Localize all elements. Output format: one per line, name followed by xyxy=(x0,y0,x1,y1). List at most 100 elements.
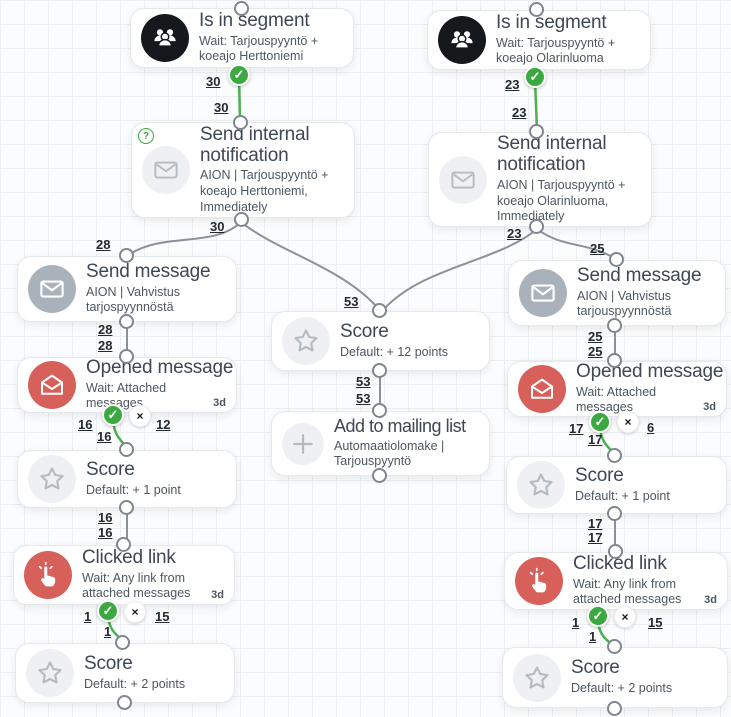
connector-port[interactable] xyxy=(607,353,622,368)
connector-port[interactable] xyxy=(529,2,544,17)
count-label[interactable]: 53 xyxy=(356,374,371,389)
envelope-open-icon xyxy=(28,361,76,409)
count-label[interactable]: 30 xyxy=(206,74,221,89)
count-label[interactable]: 23 xyxy=(507,226,522,241)
connector-port[interactable] xyxy=(607,701,622,716)
connector-port[interactable] xyxy=(233,115,248,130)
check-icon[interactable]: ✓ xyxy=(524,66,546,88)
connector-port[interactable] xyxy=(608,544,623,559)
connector-port[interactable] xyxy=(372,403,387,418)
count-label[interactable]: 1 xyxy=(84,609,92,624)
count-label[interactable]: 17 xyxy=(569,421,584,436)
node-score[interactable]: Score Default: + 1 point xyxy=(506,456,727,514)
check-icon[interactable]: ✓ xyxy=(102,404,124,426)
connector-port[interactable] xyxy=(529,219,544,234)
count-label[interactable]: 30 xyxy=(214,100,229,115)
connector-port[interactable] xyxy=(119,314,134,329)
count-label[interactable]: 23 xyxy=(505,77,520,92)
connector-port[interactable] xyxy=(119,248,134,263)
connector-port[interactable] xyxy=(372,363,387,378)
node-title: Is in segment xyxy=(199,9,310,31)
node-subtitle: Default: + 1 point xyxy=(86,482,181,497)
connector-port[interactable] xyxy=(372,468,387,483)
help-icon[interactable]: ? xyxy=(138,128,154,144)
count-label[interactable]: 12 xyxy=(156,417,171,432)
node-clicked-link[interactable]: Clicked link Wait: Any link from attache… xyxy=(504,552,728,610)
check-icon[interactable]: ✓ xyxy=(587,605,609,627)
count-label[interactable]: 25 xyxy=(588,344,603,359)
count-label[interactable]: 25 xyxy=(590,241,605,256)
connector-port[interactable] xyxy=(116,537,131,552)
connector-port[interactable] xyxy=(119,500,134,515)
connector-port[interactable] xyxy=(117,695,132,710)
count-label[interactable]: 53 xyxy=(344,294,359,309)
check-icon[interactable]: ✓ xyxy=(228,64,250,86)
node-opened-message[interactable]: Opened message Wait: Attached messages 3… xyxy=(507,361,727,417)
cross-icon[interactable]: × xyxy=(614,606,636,628)
node-title: Score xyxy=(86,458,135,480)
cross-icon[interactable]: × xyxy=(129,405,151,427)
connector-port[interactable] xyxy=(119,349,134,364)
star-icon xyxy=(513,653,561,702)
connector-port[interactable] xyxy=(115,635,130,650)
count-label[interactable]: 15 xyxy=(648,615,663,630)
connection-line xyxy=(129,221,242,255)
cross-icon[interactable]: × xyxy=(124,601,146,623)
count-label[interactable]: 16 xyxy=(98,510,113,525)
node-add-to-mailing-list[interactable]: Add to mailing list Automaatiolomake | T… xyxy=(271,411,490,476)
node-clicked-link[interactable]: Clicked link Wait: Any link from attache… xyxy=(13,545,235,605)
count-label[interactable]: 1 xyxy=(572,615,580,630)
connector-port[interactable] xyxy=(607,639,622,654)
count-label[interactable]: 15 xyxy=(155,609,170,624)
node-send-message[interactable]: Send message AION | Vahvistus tarjospyyn… xyxy=(17,256,237,322)
node-score[interactable]: Score Default: + 2 points xyxy=(502,647,728,708)
connector-port[interactable] xyxy=(607,448,622,463)
node-subtitle: Automaatiolomake | Tarjouspyyntö xyxy=(334,438,445,469)
count-label[interactable]: 17 xyxy=(588,432,603,447)
click-hand-icon xyxy=(24,551,72,599)
node-title: Send message xyxy=(577,264,702,286)
connector-port[interactable] xyxy=(234,212,249,227)
count-label[interactable]: 1 xyxy=(104,624,112,639)
node-is-in-segment[interactable]: Is in segment Wait: Tarjouspyyntö + koea… xyxy=(427,10,651,70)
count-label[interactable]: 28 xyxy=(98,322,113,337)
wait-duration-badge: 3d xyxy=(213,397,226,409)
node-send-message[interactable]: Send message AION | Vahvistus tarjouspyy… xyxy=(508,260,726,326)
node-score[interactable]: Score Default: + 12 points xyxy=(271,311,490,371)
cross-icon[interactable]: × xyxy=(617,411,639,433)
connector-port[interactable] xyxy=(234,1,249,16)
connector-port[interactable] xyxy=(119,442,134,457)
count-label[interactable]: 28 xyxy=(96,237,111,252)
node-score[interactable]: Score Default: + 2 points xyxy=(15,643,235,703)
count-label[interactable]: 6 xyxy=(647,420,655,435)
count-label[interactable]: 25 xyxy=(588,329,603,344)
node-send-internal-notification[interactable]: ? Send internal notification AION | Tarj… xyxy=(131,122,355,218)
count-label[interactable]: 53 xyxy=(356,391,371,406)
connection-line xyxy=(383,228,538,310)
star-icon xyxy=(517,461,565,509)
connector-port[interactable] xyxy=(607,506,622,521)
count-label[interactable]: 1 xyxy=(589,629,597,644)
count-label[interactable]: 23 xyxy=(512,105,527,120)
count-label[interactable]: 16 xyxy=(97,429,112,444)
node-is-in-segment[interactable]: Is in segment Wait: Tarjouspyyntö + koea… xyxy=(130,8,354,68)
count-label[interactable]: 30 xyxy=(210,219,225,234)
connector-port[interactable] xyxy=(607,318,622,333)
node-subtitle: Wait: Attached messages xyxy=(86,380,167,411)
node-send-internal-notification[interactable]: Send internal notification AION | Tarjou… xyxy=(428,132,652,227)
node-title: Opened message xyxy=(576,360,724,382)
connector-port[interactable] xyxy=(529,124,544,139)
count-label[interactable]: 17 xyxy=(588,516,603,531)
count-label[interactable]: 16 xyxy=(78,417,93,432)
count-label[interactable]: 28 xyxy=(98,338,113,353)
check-icon[interactable]: ✓ xyxy=(589,411,611,433)
connector-port[interactable] xyxy=(609,252,624,267)
count-label[interactable]: 17 xyxy=(588,530,603,545)
check-icon[interactable]: ✓ xyxy=(97,600,119,622)
count-label[interactable]: 16 xyxy=(98,525,113,540)
node-opened-message[interactable]: Opened message Wait: Attached messages 3… xyxy=(17,357,237,413)
star-icon xyxy=(28,455,76,503)
connection-line xyxy=(240,221,379,309)
connector-port[interactable] xyxy=(372,303,387,318)
